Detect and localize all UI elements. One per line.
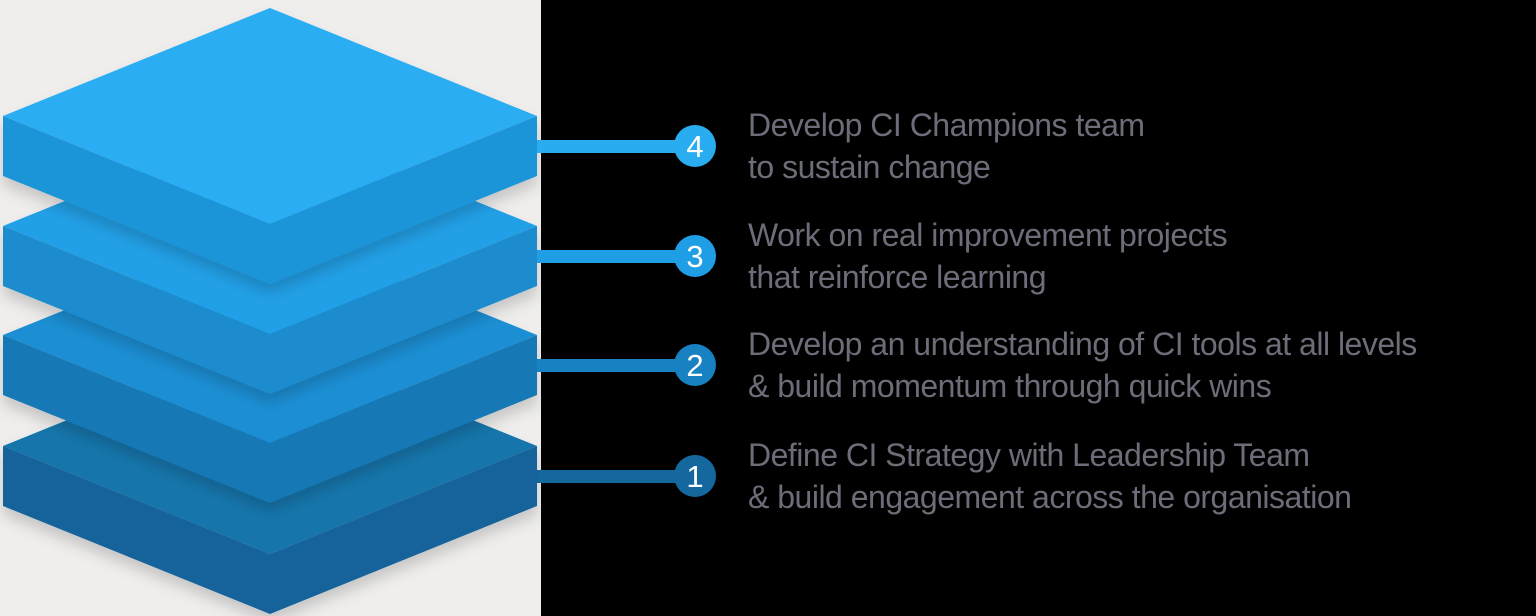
callout-1-line-2: & build engagement across the organisati… [748, 479, 1352, 515]
callout-1-number-badge: 1 [674, 455, 716, 497]
callout-3-number: 3 [686, 238, 704, 274]
layer-2-left-face [3, 335, 270, 503]
layer-1-left-face [3, 446, 270, 614]
callout-2-text: Develop an understanding of CI tools at … [748, 323, 1417, 407]
layer-4-right-face [270, 116, 537, 284]
callout-3-connector-line [537, 250, 695, 263]
callout-4-number: 4 [686, 128, 704, 164]
callout-1-number: 1 [686, 458, 704, 494]
layer-4-left-face [3, 116, 270, 284]
callout-4-text: Develop CI Champions team to sustain cha… [748, 104, 1145, 188]
callout-2-number: 2 [686, 347, 704, 383]
stack-panel [0, 0, 541, 616]
callout-2-connector-line [537, 359, 695, 372]
callout-2-line-1: Develop an understanding of CI tools at … [748, 326, 1417, 362]
layer-3-right-face [270, 226, 537, 394]
callout-4-number-badge: 4 [674, 125, 716, 167]
callout-3-text: Work on real improvement projects that r… [748, 214, 1228, 298]
callout-4-line-2: to sustain change [748, 149, 991, 185]
callout-1-connector-line [537, 470, 695, 483]
callout-3-line-2: that reinforce learning [748, 259, 1047, 295]
callout-3-number-badge: 3 [674, 235, 716, 277]
callout-1-text: Define CI Strategy with Leadership Team … [748, 434, 1352, 518]
callout-3-line-1: Work on real improvement projects [748, 217, 1228, 253]
layer-4-slab [3, 8, 537, 284]
callout-4-connector-line [537, 140, 695, 153]
layer-stack-illustration [3, 8, 537, 614]
callout-4-line-1: Develop CI Champions team [748, 107, 1145, 143]
layer-3-left-face [3, 226, 270, 394]
callout-2-number-badge: 2 [674, 344, 716, 386]
callout-1-line-1: Define CI Strategy with Leadership Team [748, 437, 1310, 473]
layer-2-right-face [270, 335, 537, 503]
layer-1-right-face [270, 446, 537, 614]
callout-2-line-2: & build momentum through quick wins [748, 368, 1272, 404]
